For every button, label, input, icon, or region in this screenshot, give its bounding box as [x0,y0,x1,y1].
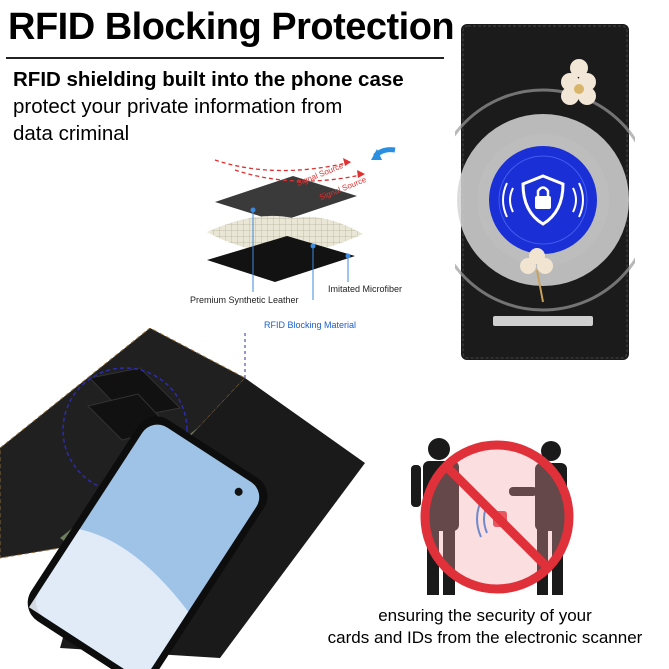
dancer-charm-decoration [520,248,553,303]
scanner-theft-illustration [411,438,574,595]
caption: ensuring the security of your cards and … [300,605,669,649]
microfiber-layer [207,236,355,282]
leather-layer [215,176,357,222]
open-case-image [0,328,365,669]
rhinestone-strip [493,316,593,326]
layer-diagram [207,147,396,300]
subtitle-line-2: protect your private information from [13,95,343,118]
subtitle-line-1: RFID shielding built into the phone case [13,68,404,91]
label-microfiber: Imitated Microfiber [328,284,403,294]
lock-shield-icon [521,174,565,226]
rfid-mesh-layer [207,215,363,253]
label-rfid: RFID Blocking Material [264,320,357,330]
pearl-flower-decoration [561,59,596,105]
subtitle-line-3: data criminal [13,122,130,145]
signal-arrow-icon [214,159,352,172]
caption-line-2: cards and IDs from the electronic scanne… [327,628,643,647]
subtitle: RFID shielding built into the phone case… [13,66,433,147]
page-title: RFID Blocking Protection [8,6,455,48]
prohibited-icon [420,440,574,594]
label-leather: Premium Synthetic Leather [190,295,299,305]
caption-line-1: ensuring the security of your [378,606,592,625]
closed-case-image [455,24,635,360]
title-divider [6,57,444,59]
